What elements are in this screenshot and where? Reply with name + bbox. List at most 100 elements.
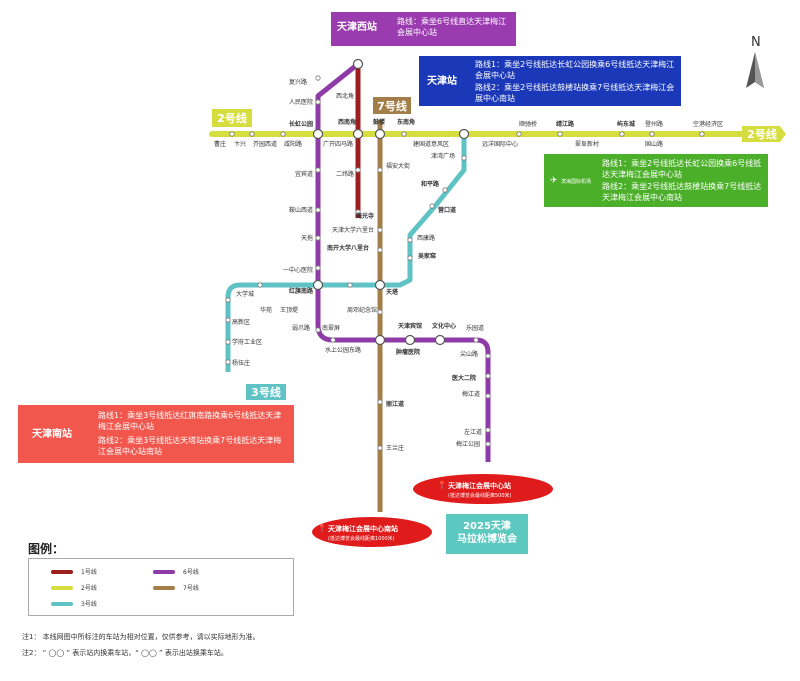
station-dengzhoulu: 登州路 <box>645 120 663 128</box>
interchange-station-dot <box>352 58 364 70</box>
station-hailuosi: 海光寺 <box>356 212 374 220</box>
station-meijianggongyuan: 梅江公园 <box>456 440 480 448</box>
station-leyuandao: 乐园道 <box>466 324 484 332</box>
station-caozhuang: 曹庄 <box>214 140 226 148</box>
legend-swatch-line7 <box>153 585 175 590</box>
meijiang-expo-name: 天津梅江会展中心站 <box>448 481 511 490</box>
airport-box: ✈ 滨海国际机场 路线1：乘坐2号线抵达长虹公园换乘6号线抵达天津梅江会展中心站… <box>544 154 768 207</box>
note-2: 注2： “ ◯◯ ” 表示站内换乘车站，“ ◯◯ ” 表示出站换乘车站。 <box>22 649 228 657</box>
station-lingbinlu: 弱爪路 <box>292 324 310 332</box>
station-yidaerlu: 医大二院 <box>452 374 476 382</box>
station-dot <box>407 255 413 261</box>
line3-text: 3号线 <box>251 385 281 399</box>
station-fuxinglu: 复兴路 <box>289 78 307 86</box>
station-dot <box>229 131 235 137</box>
line2-right-label: 2号线 <box>742 126 786 142</box>
station-gaoxinqu: 高新区 <box>232 318 250 326</box>
meijiang-expo-sub: (抵达博览会最线距离500米) <box>448 492 511 499</box>
station-meijiangdao: 梅江道 <box>462 390 480 398</box>
station-bianxing: 卞兴 <box>234 140 246 148</box>
station-anshanxidao: 鞍山西道 <box>289 206 313 214</box>
station-huayuan: 华苑 <box>260 306 272 314</box>
map-pin-icon: 📍 <box>317 523 327 533</box>
interchange-station-dot <box>352 128 364 140</box>
station-renminyiyuan: 人民医院 <box>289 98 313 106</box>
station-dot <box>699 131 705 137</box>
station-yingkoudao: 营口道 <box>438 206 456 214</box>
legend-label: 2号线 <box>81 585 97 592</box>
station-dot <box>557 131 563 137</box>
line-3 <box>225 134 467 372</box>
station-cuifuxincun: 翠阜新村 <box>575 140 599 148</box>
legend-item: 7号线 <box>153 583 199 592</box>
interchange-station-dot <box>312 128 324 140</box>
station-hepinglu: 和平路 <box>420 180 440 188</box>
station-dot <box>315 235 321 241</box>
xizhan-title: 天津西站 <box>337 22 377 33</box>
station-dot <box>225 359 231 365</box>
line3-label: 3号线 <box>246 384 286 400</box>
line7-label: 7号线 <box>373 97 411 114</box>
station-dot <box>315 327 321 333</box>
station-dongnanjiao: 东南角 <box>397 118 415 126</box>
legend-label: 7号线 <box>183 585 199 592</box>
legend-swatch-line3 <box>51 601 73 606</box>
station-yibindao: 宜宾道 <box>295 170 313 178</box>
meijiang-expo-marker[interactable]: 📍 天津梅江会展中心站 (抵达博览会最线距离500米) <box>413 474 553 504</box>
station-dot <box>257 282 263 288</box>
station-nankaibali: 南开大学八里台 <box>327 244 369 252</box>
station-shuishanggongyuan: 水上公园东路 <box>325 346 361 354</box>
xizhan-route: 路线：乘坐6号线直达天津梅江会展中心站 <box>397 17 507 37</box>
station-erweilu: 二纬路 <box>336 170 354 178</box>
airplane-icon: ✈ <box>550 176 558 186</box>
station-shunchiqiao: 顺驰桥 <box>519 120 537 128</box>
nanzhan-route1: 路线1：乘坐3号线抵达红旗南路换乘6号线抵达天津梅江会展中心站 <box>98 411 282 431</box>
station-jinwanguangchang: 津湾广场 <box>431 152 455 160</box>
legend-item: 1号线 <box>51 567 97 576</box>
airport-route2: 路线2：乘坐2号线抵达鼓楼站换乘7号线抵达天津梅江会展中心南站 <box>602 182 762 202</box>
interchange-station-dot <box>374 334 386 346</box>
meijiang-south-expo-name: 天津梅江会展中心南站 <box>328 524 398 533</box>
legend-label: 3号线 <box>81 601 97 608</box>
station-dot <box>429 203 435 209</box>
legend-swatch-line2 <box>51 585 73 590</box>
station-dot <box>461 155 467 161</box>
interchange-station-dot <box>374 128 386 140</box>
station-wangdingdi: 王顶堤 <box>280 306 298 314</box>
station-dot <box>649 131 655 137</box>
station-dot <box>315 265 321 271</box>
station-jingjianglu: 靖江路 <box>556 120 575 128</box>
line7-text: 7号线 <box>377 99 407 113</box>
station-dot <box>355 209 361 215</box>
meijiang-south-expo-sub: (抵达博览会最线距离1000米) <box>328 535 395 542</box>
tianjin-station-box: 天津站 路线1：乘坐2号线抵达长虹公园换乘6号线抵达天津梅江会展中心站 路线2：… <box>419 56 681 106</box>
station-konggang: 空港经济区 <box>693 120 723 128</box>
legend-item: 2号线 <box>51 583 97 592</box>
station-tianjindaxueliu: 天津大学六里台 <box>332 226 374 234</box>
meijiang-south-expo-marker[interactable]: 📍 天津梅江会展中心南站 (抵达博览会最线距离1000米) <box>312 517 432 547</box>
marathon-line2: 马拉松博览会 <box>457 534 517 545</box>
station-fuan: 福安大街 <box>386 162 410 170</box>
compass-label: N <box>751 35 761 50</box>
station-hongqinanlu: 红旗南路 <box>289 287 314 295</box>
station-changhonggongyuan: 长虹公园 <box>289 120 313 128</box>
station-xianyanglu: 咸阳路 <box>284 140 302 148</box>
station-dot <box>225 317 231 323</box>
station-dot <box>377 445 383 451</box>
interchange-station-dot <box>312 279 324 291</box>
station-yuanyang: 远洋国际中心 <box>482 140 518 148</box>
line2-left-label: 2号线 <box>212 109 252 127</box>
station-dot <box>485 393 491 399</box>
tianjin-route2: 路线2：乘坐2号线抵达鼓楼站换乘7号线抵达天津梅江会展中心南站 <box>475 83 675 103</box>
station-zhongyiyiyuan: 肿瘤医院 <box>396 348 420 356</box>
station-dot <box>401 131 407 137</box>
legend-swatch-line6 <box>153 569 175 574</box>
station-jianguodao: 建国道意风区 <box>413 140 449 148</box>
airport-route1: 路线1：乘坐2号线抵达长虹公园换乘6号线抵达天津梅江会展中心站 <box>602 159 762 179</box>
station-daxuecheng: 大学城 <box>236 290 254 298</box>
station-dot <box>377 167 383 173</box>
airport-title: 滨海国际机场 <box>561 179 592 185</box>
station-yangwuzhuang: 杨伍庄 <box>232 359 250 367</box>
station-wanglanzhuang: 王兰庄 <box>386 444 404 452</box>
station-nancuiping: 南翠屏 <box>322 324 340 332</box>
